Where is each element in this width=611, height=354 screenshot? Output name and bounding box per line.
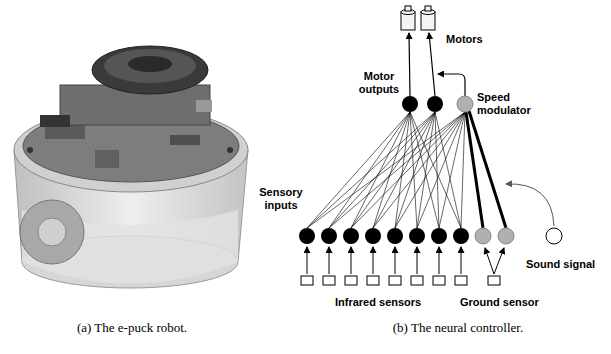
robot-photo bbox=[14, 46, 248, 288]
layer-label: Sensory inputs bbox=[256, 186, 306, 212]
subfigure-caption: (b) The neural controller. bbox=[393, 320, 523, 335]
input-neurons bbox=[299, 228, 562, 244]
sound-arrow bbox=[506, 184, 554, 226]
weight-lines bbox=[307, 112, 465, 228]
output-neurons bbox=[402, 96, 473, 112]
sensor-label: Infrared sensors bbox=[335, 296, 421, 309]
sensor-label: Ground sensor bbox=[460, 296, 539, 309]
motor-icons bbox=[401, 6, 435, 30]
motors-label: Motors bbox=[446, 33, 483, 46]
neuron-label: Speed modulator bbox=[477, 91, 541, 117]
signal-label: Sound signal bbox=[526, 258, 595, 271]
sensor-arrows bbox=[307, 247, 504, 274]
layer-label: Motor outputs bbox=[354, 70, 404, 96]
thick-weights bbox=[466, 111, 506, 228]
infrared-sensors bbox=[301, 276, 500, 285]
subfigure-caption: (a) The e-puck robot. bbox=[77, 320, 187, 335]
